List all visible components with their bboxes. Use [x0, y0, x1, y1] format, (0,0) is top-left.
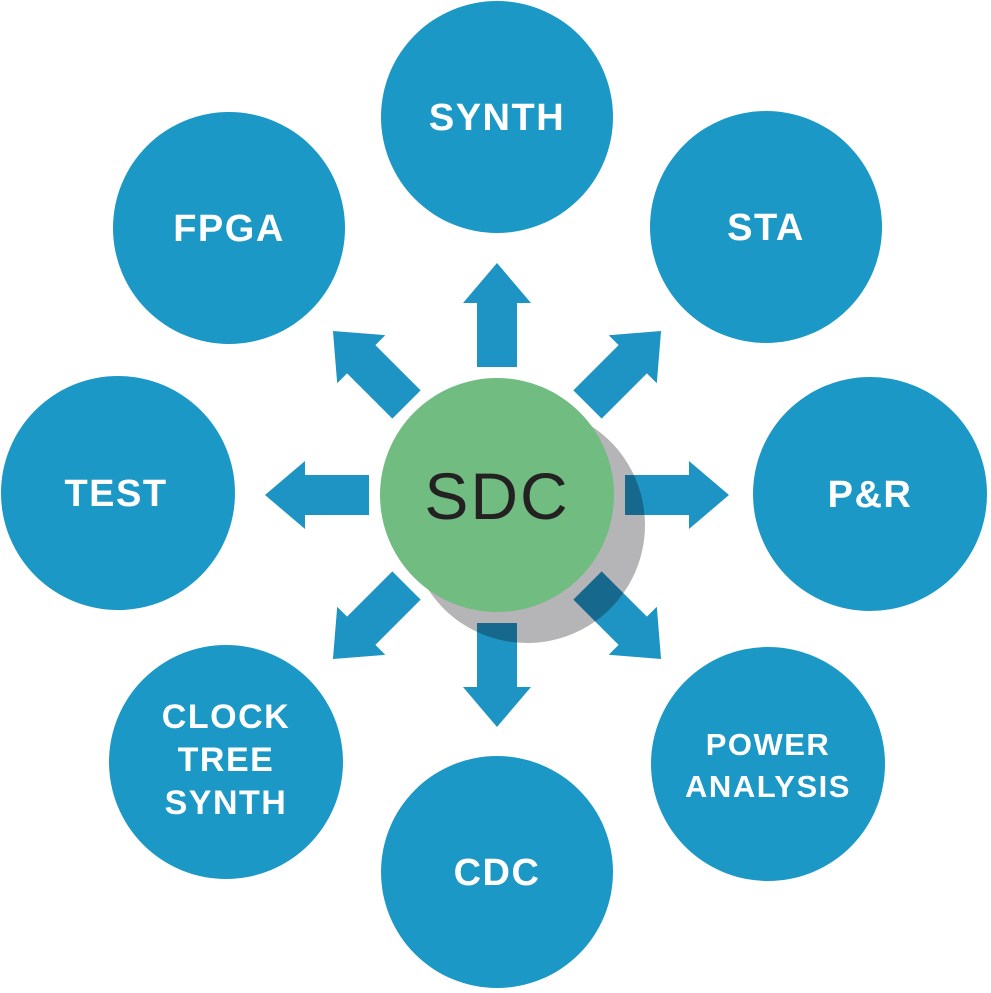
- node-label-line: CDC: [454, 852, 541, 894]
- center-label-text: SDC: [424, 459, 569, 533]
- center-label: SDC: [424, 459, 569, 533]
- node-label-line: ANALYSIS: [685, 769, 851, 804]
- arrow-up-right-icon: [563, 306, 686, 429]
- arrow-down-left-icon: [308, 561, 431, 684]
- node-label-sta: STA: [727, 207, 805, 249]
- node-label-line: CLOCK: [162, 698, 290, 736]
- node-label-power-analysis: POWER ANALYSIS: [685, 727, 851, 804]
- node-circle-synth: [381, 1, 613, 233]
- node-circle-sta: [650, 111, 882, 343]
- node-label-cdc: CDC: [454, 852, 541, 894]
- node-circle-test: [1, 376, 235, 610]
- node-circle-cdc: [381, 756, 613, 988]
- node-label-line: TREE: [178, 741, 275, 779]
- node-circle-fpga: [113, 112, 345, 344]
- node-label-line: SYNTH: [429, 97, 565, 139]
- node-label-test: TEST: [64, 473, 167, 515]
- node-label-pr: P&R: [828, 474, 913, 516]
- node-label-fpga: FPGA: [173, 208, 285, 250]
- node-circle-pr: [753, 377, 987, 611]
- node-label-line: FPGA: [173, 208, 285, 250]
- arrow-left-icon: [265, 461, 369, 529]
- node-label-line: POWER: [706, 727, 831, 762]
- node-circle-clock-tree-synth: [109, 645, 343, 879]
- node-label-line: STA: [727, 207, 805, 249]
- node-label-synth: SYNTH: [429, 97, 565, 139]
- node-label-line: SYNTH: [165, 784, 288, 822]
- node-label-line: P&R: [828, 474, 913, 516]
- arrow-up-left-icon: [308, 306, 431, 429]
- node-label-clock-tree-synth: CLOCK TREE SYNTH: [162, 698, 290, 822]
- node-label-line: TEST: [64, 473, 167, 515]
- node-circle-power-analysis: [651, 647, 885, 881]
- center-circle: [380, 378, 614, 612]
- arrow-up-icon: [463, 263, 531, 367]
